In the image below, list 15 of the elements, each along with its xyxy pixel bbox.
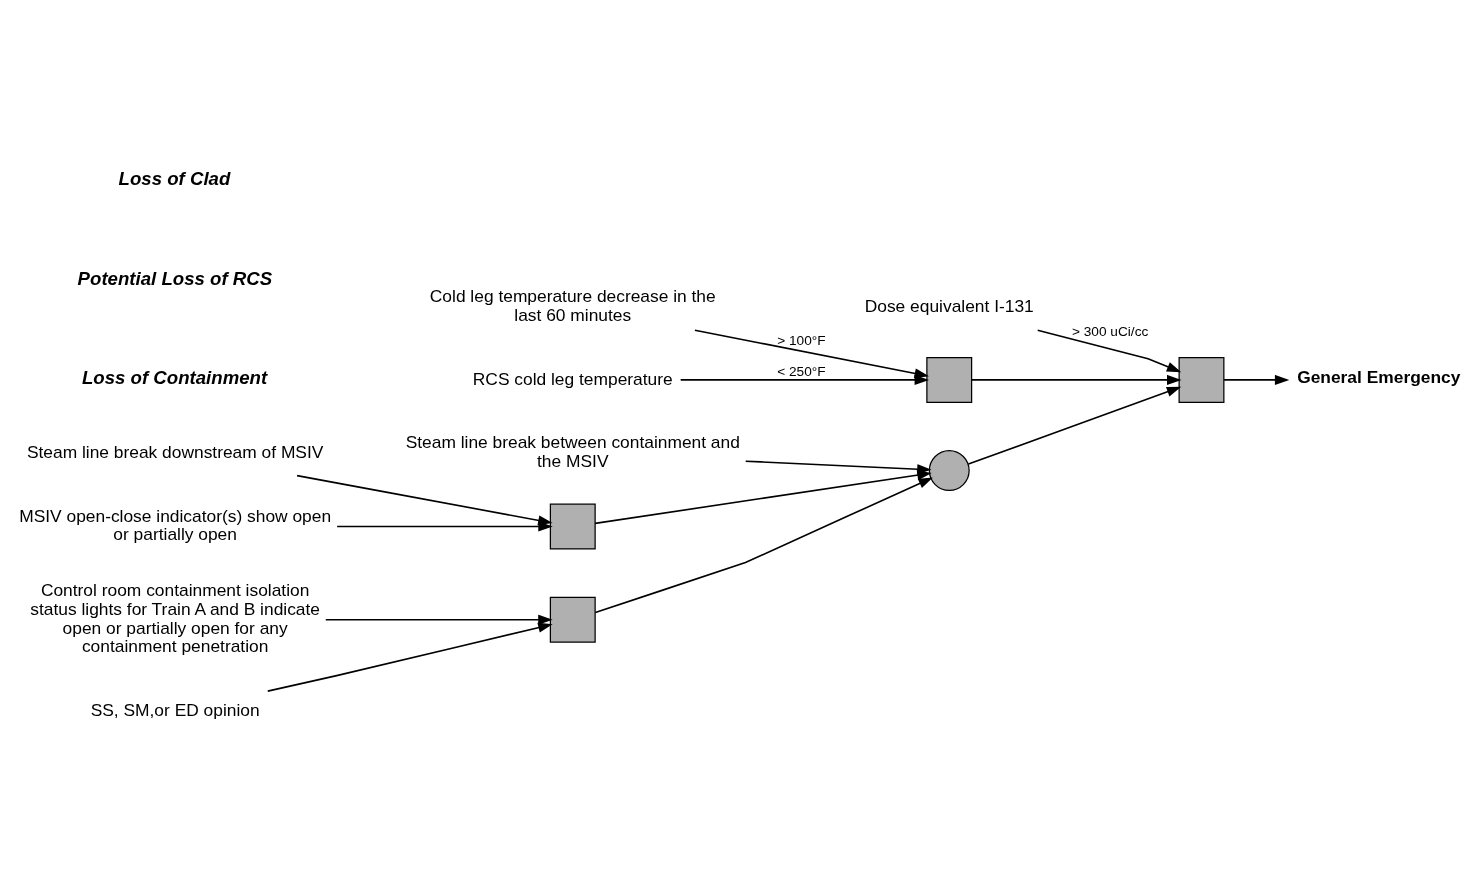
node-text: General Emergency: [1297, 367, 1461, 388]
edge-label: > 100°F: [777, 332, 826, 348]
node-text: Steam line break downstream of MSIV: [26, 441, 324, 462]
node-text: Dose equivalent I-131: [864, 296, 1034, 317]
node-text: MSIV open-close indicator(s) show open or partially open: [19, 505, 332, 545]
node-text: SS, SM,or ED opinion: [90, 700, 260, 721]
label: Loss of Containment: [81, 367, 268, 389]
node-text: Cold leg temperature decrease in the last 60 minutes: [429, 285, 716, 325]
edge-label: < 250°F: [777, 363, 826, 379]
edge-label: > 300 uCi/cc: [1072, 324, 1149, 340]
node-text: Steam line break between containment and the MSIV: [405, 432, 740, 472]
label: Potential Loss of RCS: [77, 267, 273, 289]
label: Loss of Clad: [118, 168, 231, 190]
node-text: RCS cold leg temperature: [472, 368, 673, 389]
node-text: Control room containment isolation status lights for Train A and B indicate open or partially open for any containment penetration: [30, 580, 321, 657]
